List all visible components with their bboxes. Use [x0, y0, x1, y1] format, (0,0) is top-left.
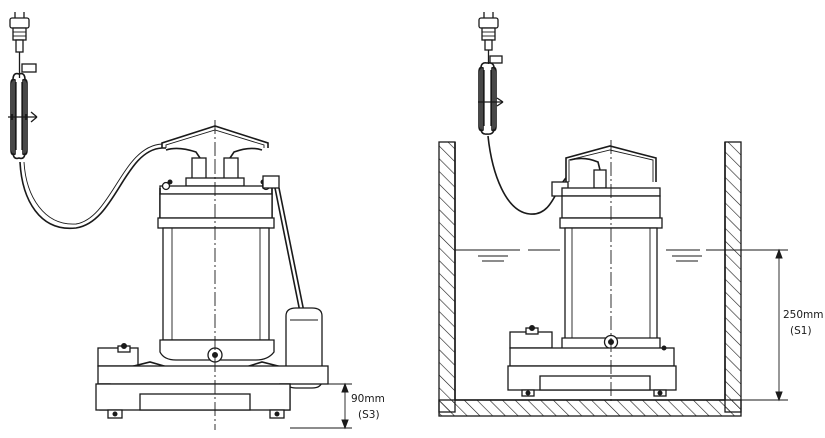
right-pump-handle: [565, 145, 657, 182]
right-dimension: [725, 248, 788, 402]
left-pump-handle: [161, 120, 269, 160]
left-pump-assembly: 90mm (S3): [8, 12, 385, 430]
left-power-plug-icon: [9, 12, 30, 53]
right-pump-volute: [507, 325, 677, 397]
right-pump-assembly: 250mm (S1): [438, 12, 824, 417]
right-dimension-value: 250mm: [783, 309, 824, 321]
water-level-line: [455, 249, 725, 262]
right-power-plug-icon: [478, 12, 499, 51]
left-coiled-cable: [8, 52, 38, 160]
left-motor-housing: [157, 179, 275, 341]
left-dimension-mode: (S3): [358, 409, 380, 421]
pit-walls: [438, 141, 742, 417]
right-dimension-mode: (S1): [790, 325, 812, 337]
left-dimension-value: 90mm: [351, 393, 385, 405]
left-cable-inlets: [165, 147, 263, 187]
left-power-cable: [19, 147, 166, 230]
right-power-cable: [487, 135, 567, 215]
right-coiled-cable: [478, 50, 504, 135]
left-dimension: [290, 382, 352, 430]
